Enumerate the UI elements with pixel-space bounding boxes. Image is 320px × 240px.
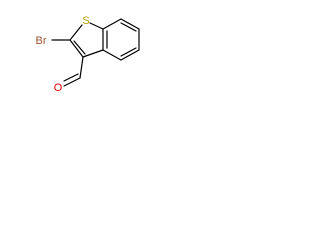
bond-c2-c3-double [73,40,86,55]
bond-cho-o [63,77,81,87]
molecule-structure: S Br O [36,15,140,94]
bond-lines [51,18,140,87]
bond-c5-c4-double [120,47,137,57]
sulfur-atom-label: S [82,15,89,27]
oxygen-atom-label: O [54,82,63,94]
bond-c7a-c7 [102,18,122,30]
bond-c7a-s [89,22,104,30]
bond-c3-c3a [82,49,104,58]
bond-c2-c3 [69,39,84,58]
bond-c5-c4 [120,49,140,61]
bond-cho-o-double [63,73,79,82]
bond-c7-c6 [120,18,140,30]
bond-c4-c3a [102,49,122,61]
bromine-atom-label: Br [36,35,47,47]
bond-c7-c6-double [120,22,137,32]
bond-s-c2 [69,24,83,41]
bond-c3-cho [79,56,84,79]
